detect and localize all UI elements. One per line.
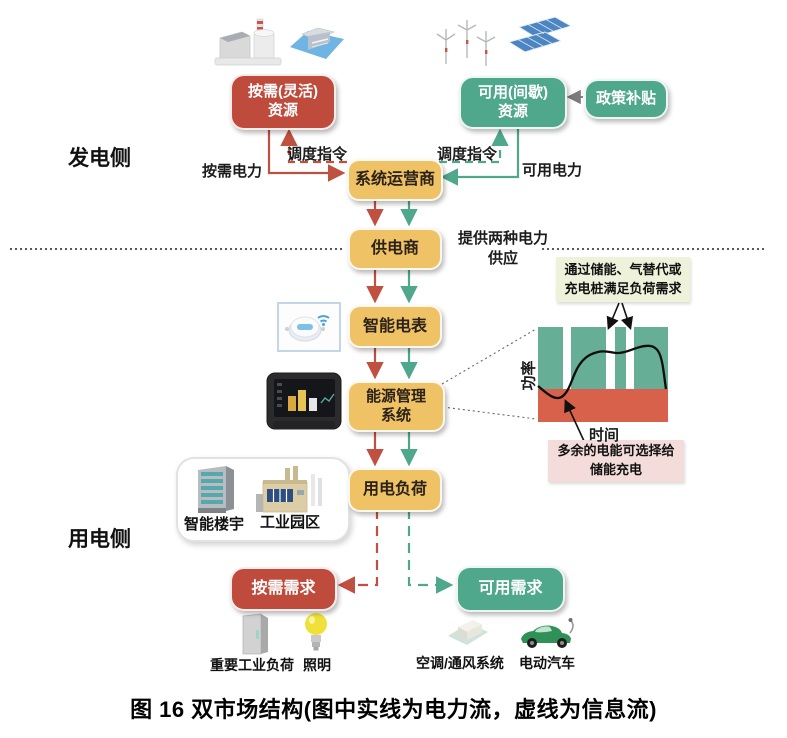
- node-demand-resource-line2: 资源: [267, 102, 298, 119]
- node-smart-meter: 智能电表: [348, 305, 442, 348]
- industrial-park-icon: [256, 466, 322, 513]
- node-available-resource-line1: 可用(间歇): [478, 83, 548, 101]
- hvac-icon: [448, 620, 488, 645]
- consumption-side-label: 用电侧: [68, 528, 131, 551]
- node-smart-meter-label: 智能电表: [362, 317, 427, 335]
- light-bulb-icon: [305, 613, 327, 651]
- storage-substitution-note: 通过储能、气替代或 充电桩满足负荷需求: [556, 257, 690, 302]
- node-policy-subsidy: 政策补贴: [584, 79, 668, 119]
- dispatch-command-right-label: 调度指令: [437, 146, 498, 163]
- storage-note-line1: 通过储能、气替代或: [564, 261, 682, 277]
- node-demand-resource: 按需(灵活) 资源: [230, 74, 336, 130]
- node-policy-subsidy-label: 政策补贴: [595, 89, 656, 107]
- hydro-plant-icon: [290, 27, 344, 59]
- node-system-operator-label: 系统运营商: [354, 171, 435, 188]
- two-supply-line1: 提供两种电力: [457, 230, 548, 247]
- electric-vehicle-icon: [521, 618, 574, 648]
- two-supply-label: 提供两种电力 供应: [443, 229, 563, 268]
- node-available-resource: 可用(间歇) 资源: [459, 76, 567, 129]
- node-on-demand-demand-label: 按需需求: [251, 580, 316, 597]
- node-power-load-label: 用电负荷: [362, 481, 427, 498]
- electric-vehicle-label: 电动汽车: [519, 655, 575, 671]
- surplus-energy-note: 多余的电能可选择给 储能充电: [548, 440, 684, 482]
- load-curve: [537, 344, 668, 400]
- chart-x-axis-label: 时间: [589, 427, 620, 444]
- industrial-park-label: 工业园区: [260, 514, 321, 531]
- node-demand-resource-line1: 按需(灵活): [248, 83, 318, 101]
- energy-management-device-icon: [266, 372, 342, 430]
- node-available-demand-label: 可用需求: [478, 580, 543, 597]
- surplus-note-line2: 储能充电: [589, 462, 642, 477]
- node-energy-management-line2: 系统: [380, 406, 411, 424]
- lighting-label: 照明: [303, 657, 331, 673]
- on-demand-power-label: 按需电力: [202, 163, 263, 180]
- critical-industrial-load-label: 重要工业负荷: [210, 657, 294, 673]
- load-profile-chart: [537, 327, 668, 422]
- node-power-load: 用电负荷: [348, 468, 442, 512]
- node-power-supplier-label: 供电商: [370, 240, 419, 257]
- thermal-plant-icon: [214, 18, 282, 66]
- figure-caption: 图 16 双市场结构(图中实线为电力流，虚线为信息流): [130, 697, 657, 722]
- industrial-load-icon: [242, 613, 268, 655]
- available-power-label: 可用电力: [522, 162, 583, 179]
- two-supply-line2: 供应: [487, 249, 518, 267]
- node-available-resource-line2: 资源: [497, 102, 528, 120]
- solar-panel-icon: [507, 16, 573, 53]
- hvac-label: 空调/通风系统: [416, 655, 504, 671]
- node-system-operator: 系统运营商: [347, 159, 443, 201]
- node-energy-management-line1: 能源管理: [365, 387, 426, 405]
- node-power-supplier: 供电商: [348, 228, 442, 270]
- node-energy-management: 能源管理 系统: [347, 381, 445, 432]
- wind-turbine-icon: [436, 20, 496, 66]
- storage-note-line2: 充电桩满足负荷需求: [564, 280, 682, 296]
- smart-building-label: 智能楼宇: [184, 516, 245, 533]
- generation-side-label: 发电侧: [68, 147, 131, 170]
- smart-building-icon: [198, 466, 234, 513]
- smart-meter-device-icon: [277, 302, 341, 352]
- node-available-demand: 可用需求: [456, 566, 565, 612]
- chart-y-axis-label: 功率: [520, 360, 538, 391]
- node-on-demand-demand: 按需需求: [230, 567, 337, 611]
- surplus-note-line1: 多余的电能可选择给: [557, 443, 675, 459]
- dispatch-command-left-label: 调度指令: [287, 146, 348, 163]
